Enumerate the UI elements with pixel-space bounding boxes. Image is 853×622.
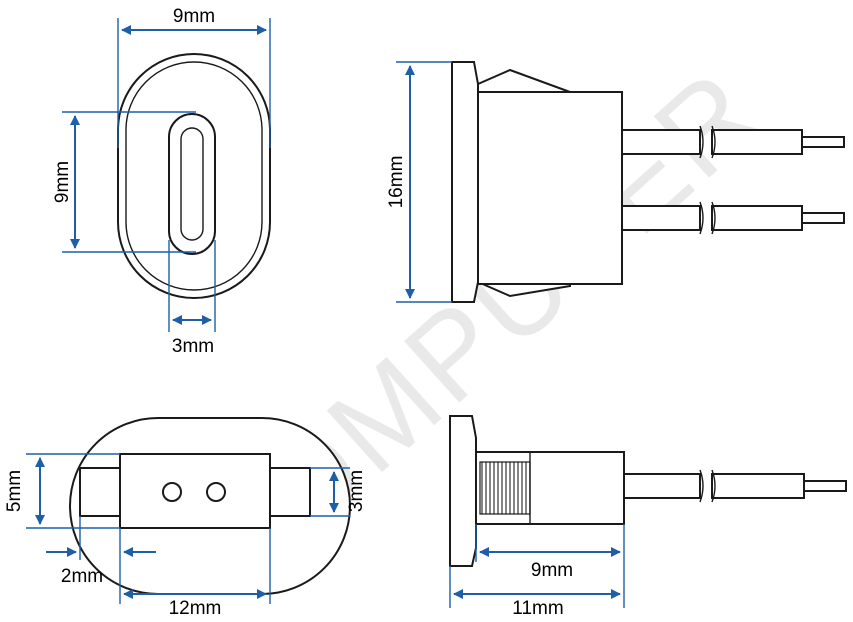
bottom-left-tab xyxy=(79,467,121,517)
side-body-label: 9mm xyxy=(531,560,573,581)
front-width-label: 9mm xyxy=(173,6,215,27)
side-view-bottom: 9mm 11mm xyxy=(449,415,847,619)
bottom-view: 5mm 3mm 2mm 12mm xyxy=(4,417,367,619)
side-b-wire xyxy=(623,469,847,503)
pin-hole-2 xyxy=(206,482,226,502)
front-view: 9mm 9mm 3mm xyxy=(52,6,271,357)
front-height-label: 9mm xyxy=(52,161,73,203)
bottom-body xyxy=(119,453,271,529)
pin-hole-1 xyxy=(162,482,182,502)
side-b-flange xyxy=(449,415,477,567)
side-height-label: 16mm xyxy=(386,156,407,209)
side-total-label: 11mm xyxy=(512,598,563,619)
front-flange-inner xyxy=(125,61,263,291)
side-body xyxy=(477,91,623,285)
bottom-right-label: 3mm xyxy=(346,470,367,512)
side-b-knurl xyxy=(479,461,531,515)
bottom-width-label: 12mm xyxy=(169,598,222,619)
side-view: 16mm xyxy=(386,61,845,303)
side-wire-lower xyxy=(621,201,845,235)
side-wire-upper xyxy=(621,125,845,159)
bottom-offset-label: 2mm xyxy=(61,566,103,587)
bottom-right-tab xyxy=(269,467,311,517)
side-flange xyxy=(451,61,479,303)
usb-c-port-inner xyxy=(180,127,204,241)
front-slot-label: 3mm xyxy=(172,336,214,357)
usb-c-port-outer xyxy=(168,113,216,255)
bottom-height-label: 5mm xyxy=(4,470,25,512)
